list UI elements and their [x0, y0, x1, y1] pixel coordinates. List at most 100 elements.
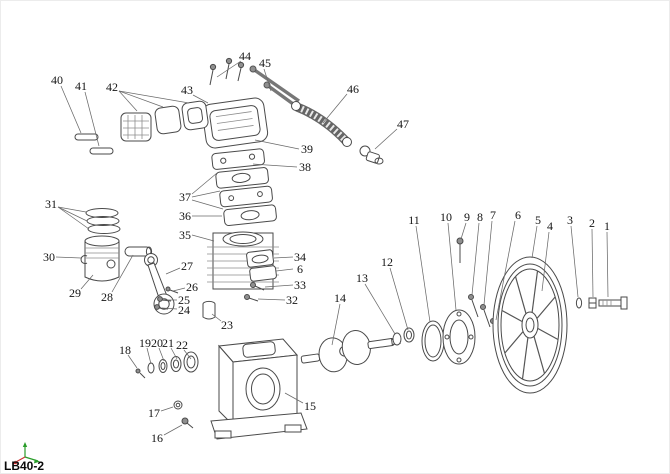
- leader-line-35: [191, 234, 215, 242]
- part-number-22: 22: [176, 338, 188, 352]
- part-number-15: 15: [304, 399, 316, 413]
- leader-line-42: [118, 90, 164, 108]
- part-number-21: 21: [162, 336, 174, 350]
- part-number-19: 19: [139, 336, 151, 350]
- part-number-31: 31: [45, 197, 57, 211]
- leader-line-42: [118, 90, 190, 104]
- part-number-13: 13: [356, 271, 368, 285]
- leader-line-28: [111, 254, 134, 293]
- part-number-11: 11: [408, 213, 420, 227]
- part-number-25: 25: [178, 293, 190, 307]
- leader-line-14: [331, 303, 341, 346]
- leader-line-9: [460, 222, 467, 240]
- leader-line-38: [252, 163, 298, 168]
- axis-triad-icon: [12, 442, 40, 465]
- side-cover-gasket: [421, 320, 445, 362]
- part-number-17: 17: [148, 406, 160, 420]
- leader-line-19: [146, 347, 152, 365]
- leader-line-20: [158, 347, 165, 362]
- flywheel-fasteners: [575, 296, 628, 310]
- leader-line-30: [55, 256, 82, 259]
- leader-line-21: [170, 347, 178, 360]
- crankcase: [210, 338, 308, 440]
- leader-line-2: [591, 228, 594, 298]
- part-number-1: 1: [604, 219, 610, 233]
- model-label: LB40-2: [4, 459, 44, 473]
- part-number-3: 3: [567, 213, 573, 227]
- leader-line-23: [211, 313, 222, 322]
- part-number-47: 47: [397, 117, 409, 131]
- part-number-7: 7: [490, 208, 496, 222]
- leader-line-29: [80, 274, 94, 290]
- part-number-32: 32: [286, 293, 298, 307]
- part-number-24: 24: [178, 303, 190, 317]
- part-number-28: 28: [101, 290, 113, 304]
- leader-line-42: [118, 90, 138, 112]
- part-number-6: 6: [297, 262, 303, 276]
- part-number-5: 5: [535, 213, 541, 227]
- crankshaft: [300, 330, 401, 373]
- leader-line-32: [257, 298, 286, 301]
- breather-tube: [202, 300, 216, 320]
- leader-line-41: [84, 91, 100, 147]
- leader-line-3: [570, 225, 579, 298]
- part-number-26: 26: [186, 280, 198, 294]
- part-number-10: 10: [440, 210, 452, 224]
- intake-hose: [291, 101, 352, 147]
- part-number-4: 4: [547, 219, 553, 233]
- leader-line-46: [322, 93, 348, 124]
- part-number-6: 6: [515, 208, 521, 222]
- leader-line-27: [165, 267, 181, 275]
- leader-line-31: [57, 206, 90, 230]
- part-number-20: 20: [151, 336, 163, 350]
- leader-line-17: [160, 406, 174, 412]
- cylinder-head-cover: [201, 97, 269, 149]
- leader-line-15: [284, 392, 304, 404]
- leader-line-34: [273, 256, 294, 259]
- leader-line-37: [191, 190, 221, 198]
- leader-line-40: [60, 85, 82, 134]
- part-number-14: 14: [334, 291, 346, 305]
- part-number-12: 12: [381, 255, 393, 269]
- leader-line-1: [606, 231, 609, 298]
- leader-line-13: [364, 283, 396, 335]
- part-number-38: 38: [299, 160, 311, 174]
- leader-line-6: [495, 220, 516, 321]
- air-filter-assembly: [120, 100, 209, 142]
- leader-line-12: [389, 267, 409, 331]
- leader-line-37: [191, 199, 224, 210]
- leader-line-16: [163, 424, 183, 436]
- leader-line-18: [127, 354, 138, 369]
- part-number-2: 2: [589, 216, 595, 230]
- leader-line-39: [254, 139, 300, 150]
- part-number-18: 18: [119, 343, 131, 357]
- part-number-41: 41: [75, 79, 87, 93]
- head-bolts: [209, 57, 245, 86]
- seal-bearing-set: [135, 351, 199, 379]
- leader-line-24: [161, 307, 178, 310]
- part-number-27: 27: [181, 259, 193, 273]
- rod-screws: [154, 286, 179, 310]
- leader-line-31: [57, 206, 88, 222]
- leader-line-45: [263, 68, 272, 92]
- part-number-39: 39: [301, 142, 313, 156]
- connecting-rod: [144, 253, 175, 315]
- leader-line-43: [192, 94, 209, 104]
- leader-line-11: [415, 225, 431, 323]
- leader-line-47: [374, 128, 398, 150]
- part-number-37: 37: [179, 190, 191, 204]
- leader-line-31: [57, 206, 87, 213]
- part-number-44: 44: [239, 49, 251, 63]
- leader-line-7: [483, 220, 493, 306]
- leader-line-26: [172, 287, 186, 292]
- part-number-40: 40: [51, 73, 63, 87]
- oil-plug: [173, 400, 194, 429]
- part-number-34: 34: [294, 250, 306, 264]
- shaft-washers: [392, 327, 415, 346]
- part-number-45: 45: [259, 56, 271, 70]
- part-number-30: 30: [43, 250, 55, 264]
- leader-line-8: [471, 222, 480, 296]
- leader-line-44: [216, 60, 242, 78]
